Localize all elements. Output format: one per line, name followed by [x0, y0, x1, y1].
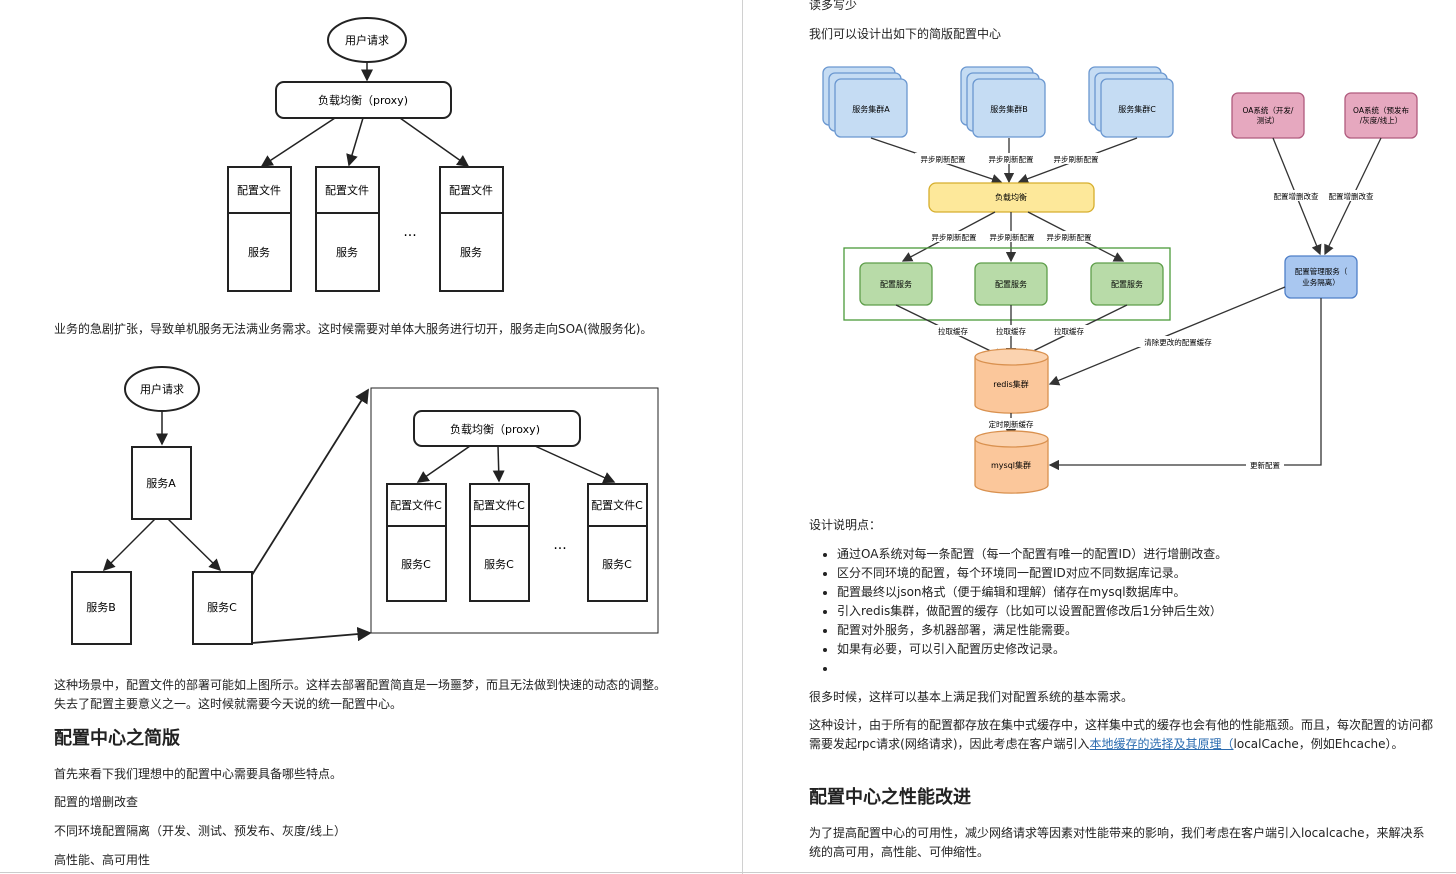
- svg-text:配置服务: 配置服务: [880, 279, 912, 289]
- svg-text:负载均衡: 负载均衡: [995, 192, 1027, 202]
- list-item: 配置最终以json格式（便于编辑和理解）储存在mysql数据库中。: [837, 583, 1456, 602]
- svg-text:服务C: 服务C: [484, 558, 514, 571]
- section-heading: 配置中心之性能改进: [809, 787, 971, 808]
- svg-text:清除更改的配置缓存: 清除更改的配置缓存: [1144, 337, 1212, 347]
- svg-text:服务集群A: 服务集群A: [852, 104, 890, 114]
- svg-text:拉取缓存: 拉取缓存: [996, 326, 1026, 336]
- svg-text:mysql集群: mysql集群: [991, 460, 1031, 470]
- load-balancer-label: 负载均衡（proxy): [450, 422, 540, 436]
- svg-text:配置文件: 配置文件: [449, 183, 493, 197]
- paragraph: 这种场景中，配置文件的部署可能如上图所示。这样去部署配置简直是一场噩梦，而且无法…: [54, 678, 667, 711]
- svg-text:业务隔离）: 业务隔离）: [1302, 277, 1340, 287]
- diagram-soa: 用户请求 服务A 服务B 服务C 负载均衡（proxy) 配置文件C 服务C 配…: [71, 366, 659, 645]
- svg-text:服务: 服务: [248, 246, 270, 259]
- svg-text:配置文件C: 配置文件C: [390, 498, 442, 512]
- svg-text:配置文件: 配置文件: [325, 183, 369, 197]
- architecture-diagram: 服务集群A 服务集群B 服务集群C OA系统（开发/ 测试） OA系统（预发布 …: [822, 66, 1418, 494]
- paragraph: 不同环境配置隔离（开发、测试、预发布、灰度/线上）: [54, 824, 347, 838]
- diagram-single-app: 用户请求 负载均衡（proxy) 配置文件 服务 配置文件 服务 ... 配置文…: [227, 17, 504, 292]
- user-request-label: 用户请求: [140, 382, 184, 396]
- user-request-label: 用户请求: [345, 33, 389, 47]
- service-b-label: 服务B: [86, 601, 116, 614]
- server-box-1: 配置文件 服务: [227, 166, 292, 292]
- server-c-box-3: 配置文件C 服务C: [587, 483, 648, 602]
- svg-text:服务集群B: 服务集群B: [990, 104, 1028, 114]
- config-management-service: 配置管理服务（ 业务隔离）: [1284, 255, 1358, 299]
- svg-text:异步刷新配置: 异步刷新配置: [932, 232, 977, 242]
- server-c-box-2: 配置文件C 服务C: [469, 483, 530, 602]
- paragraph: 首先来看下我们理想中的配置中心需要具备哪些特点。: [54, 767, 343, 781]
- right-page: 读多写少 我们可以设计出如下的简版配置中心 服务集群A 服务集群B 服务集群C: [743, 0, 1456, 874]
- paragraph: 设计说明点：: [809, 518, 882, 532]
- ellipsis: ...: [553, 537, 566, 553]
- bottom-border: [0, 872, 1456, 873]
- local-cache-link[interactable]: 本地缓存的选择及其原理（: [1089, 737, 1234, 751]
- svg-text:服务集群C: 服务集群C: [1118, 104, 1156, 114]
- oa-system-prod: OA系统（预发布 /灰度/线上）: [1344, 92, 1418, 139]
- svg-text:配置管理服务（: 配置管理服务（: [1295, 266, 1348, 276]
- svg-text:服务C: 服务C: [602, 558, 632, 571]
- svg-text:/灰度/线上）: /灰度/线上）: [1360, 115, 1403, 125]
- mysql-cluster: mysql集群: [974, 430, 1049, 494]
- list-item: 引入redis集群，做配置的缓存（比如可以设置配置修改后1分钟后生效）: [837, 602, 1456, 621]
- cluster-b: 服务集群B: [960, 66, 1046, 138]
- paragraph: 读多写少: [809, 0, 858, 12]
- cluster-a: 服务集群A: [822, 66, 908, 138]
- svg-text:异步刷新配置: 异步刷新配置: [1054, 154, 1099, 164]
- config-service-group: [843, 247, 1171, 321]
- svg-text:配置增删改查: 配置增删改查: [1274, 191, 1319, 201]
- paragraph: 为了提高配置中心的可用性，减少网络请求等因素对性能带来的影响，我们考虑在客户端引…: [809, 826, 1425, 859]
- paragraph-text: localCache，例如Ehcache）。: [1233, 737, 1404, 751]
- paragraph: 高性能、高可用性: [54, 853, 151, 867]
- server-box-3: 配置文件 服务: [439, 166, 504, 292]
- load-balancer-label: 负载均衡（proxy): [318, 93, 408, 107]
- service-a-label: 服务A: [146, 477, 176, 490]
- paragraph: 业务的急剧扩张，导致单机服务无法满业务需求。这时候需要对单体大服务进行切开，服务…: [54, 322, 653, 336]
- section-heading: 配置中心之简版: [54, 728, 180, 749]
- paragraph: 配置的增删改查: [54, 795, 139, 809]
- svg-text:配置服务: 配置服务: [995, 279, 1027, 289]
- list-item: 区分不同环境的配置，每个环境同一配置ID对应不同数据库记录。: [837, 564, 1456, 583]
- svg-text:异步刷新配置: 异步刷新配置: [921, 154, 966, 164]
- cluster-c: 服务集群C: [1088, 66, 1174, 138]
- list-item: 通过OA系统对每一条配置（每一个配置有唯一的配置ID）进行增删改查。: [837, 545, 1456, 564]
- paragraph: 很多时候，这样可以基本上满足我们对配置系统的基本需求。: [809, 690, 1134, 704]
- svg-text:redis集群: redis集群: [993, 379, 1029, 389]
- server-box-2: 配置文件 服务: [315, 166, 380, 292]
- service-c-label: 服务C: [207, 601, 237, 614]
- svg-text:服务: 服务: [460, 246, 482, 259]
- svg-text:配置文件C: 配置文件C: [473, 498, 525, 512]
- svg-text:服务C: 服务C: [401, 558, 431, 571]
- paragraph-text: 这种设计，由于所有的配置都存放在集中式缓存中，这样集中式的缓存也会有他的性能瓶颈…: [809, 718, 1434, 751]
- svg-text:定时刷新缓存: 定时刷新缓存: [989, 419, 1034, 429]
- server-c-box-1: 配置文件C 服务C: [386, 483, 447, 602]
- page-divider: [742, 0, 743, 874]
- list-item: 配置对外服务，多机器部署，满足性能需要。: [837, 621, 1456, 640]
- oa-system-dev: OA系统（开发/ 测试）: [1231, 92, 1305, 139]
- svg-text:拉取缓存: 拉取缓存: [1054, 326, 1084, 336]
- paragraph: 这种设计，由于所有的配置都存放在集中式缓存中，这样集中式的缓存也会有他的性能瓶颈…: [809, 716, 1434, 754]
- svg-text:更新配置: 更新配置: [1250, 460, 1280, 470]
- svg-text:异步刷新配置: 异步刷新配置: [1047, 232, 1092, 242]
- svg-text:配置服务: 配置服务: [1111, 279, 1143, 289]
- svg-text:配置文件: 配置文件: [237, 183, 281, 197]
- svg-text:配置文件C: 配置文件C: [591, 498, 643, 512]
- svg-text:异步刷新配置: 异步刷新配置: [989, 154, 1034, 164]
- paragraph: 我们可以设计出如下的简版配置中心: [809, 27, 1002, 41]
- svg-text:异步刷新配置: 异步刷新配置: [990, 232, 1035, 242]
- svg-text:配置增删改查: 配置增删改查: [1329, 191, 1374, 201]
- svg-text:拉取缓存: 拉取缓存: [938, 326, 968, 336]
- load-balancer-node: [275, 81, 452, 119]
- ellipsis: ...: [403, 224, 416, 240]
- list-item: [837, 659, 1456, 678]
- svg-text:OA系统（预发布: OA系统（预发布: [1353, 105, 1409, 115]
- svg-text:服务: 服务: [336, 246, 358, 259]
- svg-text:测试）: 测试）: [1257, 115, 1280, 125]
- list-item: 如果有必要，可以引入配置历史修改记录。: [837, 640, 1456, 659]
- left-page: 用户请求 负载均衡（proxy) 配置文件 服务 配置文件 服务 ... 配置文…: [54, 17, 667, 867]
- redis-cluster: redis集群: [974, 348, 1049, 414]
- design-points-list: 通过OA系统对每一条配置（每一个配置有唯一的配置ID）进行增删改查。 区分不同环…: [809, 545, 1456, 678]
- svg-text:OA系统（开发/: OA系统（开发/: [1243, 105, 1294, 115]
